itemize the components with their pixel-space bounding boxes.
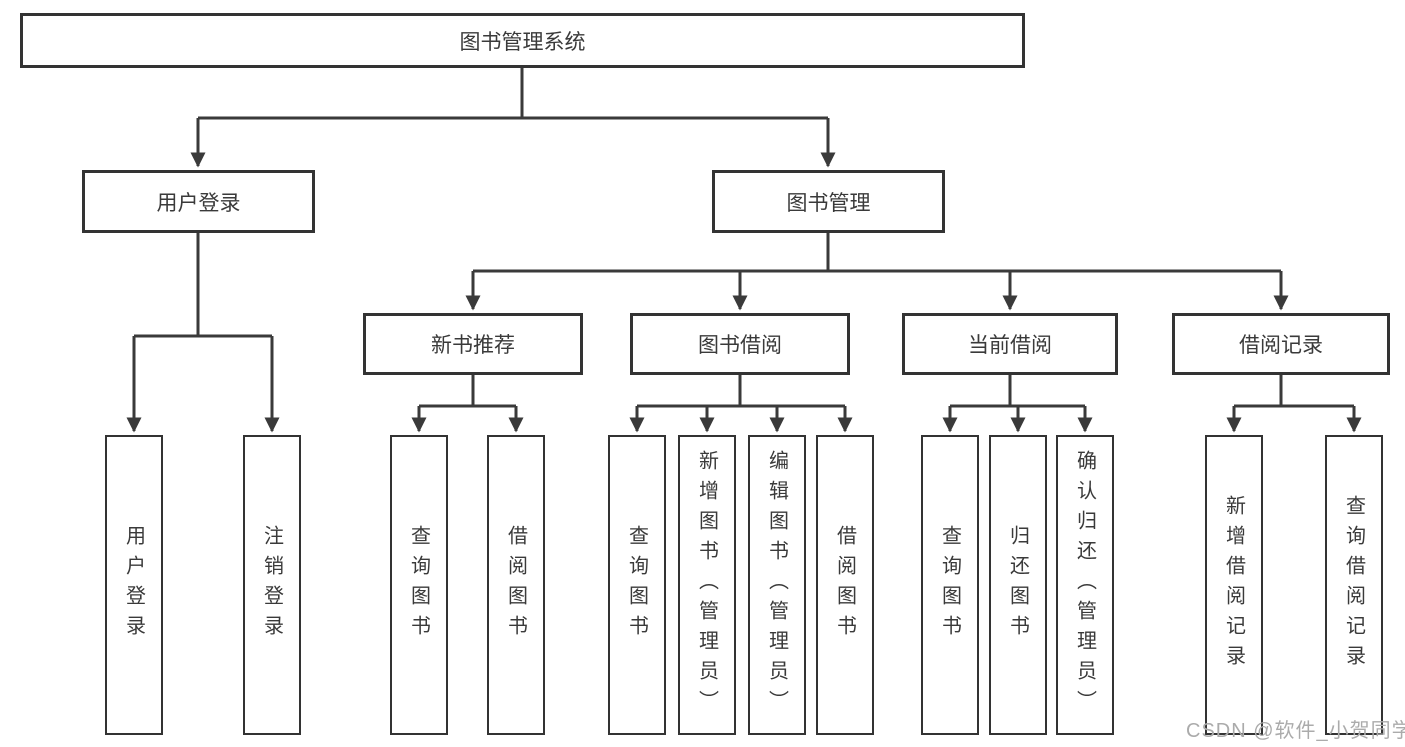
- node-borrow-records: 借阅记录: [1172, 313, 1390, 375]
- node-user-login: 用户登录: [82, 170, 315, 233]
- node-label: 图书借阅: [698, 334, 782, 357]
- node-book-borrow: 图书借阅: [630, 313, 850, 375]
- node-label: 查询图书: [407, 525, 430, 645]
- csdn-watermark: CSDN @软件_小贺同学: [1186, 720, 1405, 742]
- node-label: 编辑图书（管理员）: [765, 450, 788, 720]
- node-current-borrow: 当前借阅: [902, 313, 1118, 375]
- node-label: 用户登录: [122, 525, 145, 645]
- node-book-management: 图书管理: [712, 170, 945, 233]
- node-label: 新增借阅记录: [1222, 495, 1245, 675]
- node-label: 借阅记录: [1239, 334, 1323, 357]
- node-label: 查询图书: [938, 525, 961, 645]
- node-root-system: 图书管理系统: [20, 13, 1025, 68]
- leaf-add-borrow-record: 新增借阅记录: [1205, 435, 1263, 735]
- node-label: 用户登录: [156, 191, 241, 215]
- leaf-confirm-return-admin: 确认归还（管理员）: [1056, 435, 1114, 735]
- leaf-query-books: 查询图书: [921, 435, 979, 735]
- node-label: 当前借阅: [968, 334, 1052, 357]
- node-label: 借阅图书: [504, 525, 527, 645]
- node-label: 图书管理系统: [459, 30, 586, 54]
- node-label: 查询图书: [625, 525, 648, 645]
- leaf-logout: 注销登录: [243, 435, 301, 735]
- node-new-book-recommend: 新书推荐: [363, 313, 583, 375]
- leaf-query-books: 查询图书: [390, 435, 448, 735]
- leaf-query-borrow-record: 查询借阅记录: [1325, 435, 1383, 735]
- leaf-borrow-books: 借阅图书: [487, 435, 545, 735]
- leaf-edit-books-admin: 编辑图书（管理员）: [748, 435, 806, 735]
- leaf-query-books: 查询图书: [608, 435, 666, 735]
- leaf-return-books: 归还图书: [989, 435, 1047, 735]
- node-label: 确认归还（管理员）: [1073, 450, 1096, 720]
- node-label: 新增图书（管理员）: [695, 450, 718, 720]
- node-label: 借阅图书: [833, 525, 856, 645]
- node-label: 查询借阅记录: [1342, 495, 1365, 675]
- node-label: 归还图书: [1006, 525, 1029, 645]
- leaf-user-login: 用户登录: [105, 435, 163, 735]
- node-label: 注销登录: [260, 525, 283, 645]
- leaf-borrow-books: 借阅图书: [816, 435, 874, 735]
- leaf-add-books-admin: 新增图书（管理员）: [678, 435, 736, 735]
- node-label: 新书推荐: [431, 334, 515, 357]
- node-label: 图书管理: [786, 191, 871, 215]
